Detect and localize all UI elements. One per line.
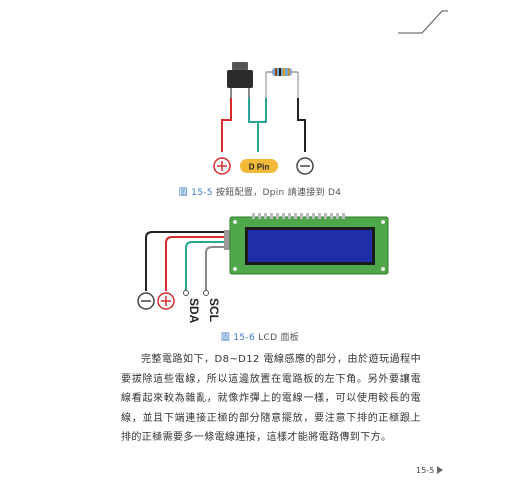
black-wire <box>297 98 306 152</box>
corner-decoration <box>398 10 448 34</box>
sda-label: SDA <box>187 298 201 324</box>
scl-label: SCL <box>207 298 221 322</box>
push-button-icon <box>227 62 253 98</box>
button-wiring-figure: D Pin <box>213 62 314 175</box>
teal-wire-button <box>248 98 259 152</box>
lcd-panel-icon <box>229 213 389 275</box>
negative-terminal-icon <box>296 157 314 175</box>
red-wire <box>165 236 225 291</box>
resistor-icon <box>265 68 299 98</box>
triangle-marker-icon <box>436 466 443 474</box>
body-text: 完整電路如下，D8~D12 電線感應的部分，由於遊玩過程中要拔除這些電線，所以這… <box>121 350 421 448</box>
caption-text: 按鈕配置，Dpin 請連接到 D4 <box>215 188 342 198</box>
teal-wire-sda <box>185 241 225 291</box>
teal-wire-resistor <box>258 98 267 123</box>
page-number: 15-5 <box>416 466 443 475</box>
negative-terminal-icon <box>137 292 155 310</box>
caption-text: LCD 面板 <box>258 333 300 343</box>
caption-number: 圖 15-5 <box>178 188 213 198</box>
caption-number: 圖 15-6 <box>220 333 256 343</box>
positive-terminal-icon <box>213 157 231 175</box>
paragraph: 完整電路如下，D8~D12 電線感應的部分，由於遊玩過程中要拔除這些電線，所以這… <box>121 354 421 443</box>
black-wire <box>145 231 225 291</box>
gray-wire-scl <box>205 246 225 291</box>
d-pin-pill <box>240 159 278 173</box>
d-pin-label: D Pin <box>249 163 270 172</box>
positive-terminal-icon <box>157 292 175 310</box>
red-wire <box>221 98 232 152</box>
figure-caption-15-6: 圖 15-6 LCD 面板 <box>0 330 520 343</box>
figure-caption-15-5: 圖 15-5 按鈕配置，Dpin 請連接到 D4 <box>0 185 520 198</box>
lcd-wiring-figure: SDA SCL <box>137 213 389 324</box>
page-number-text: 15-5 <box>416 466 435 475</box>
